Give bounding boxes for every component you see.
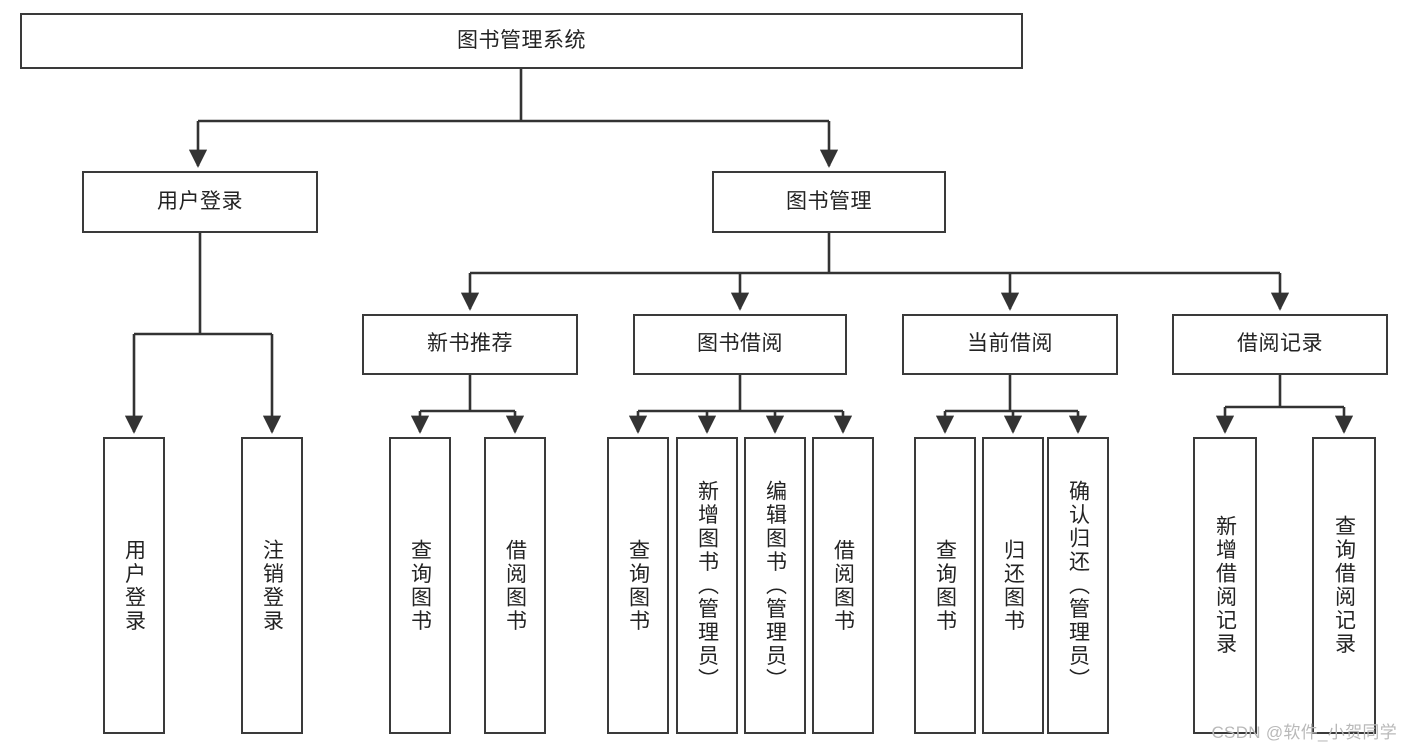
node-leaf-query-book-2-label: 查询图书 xyxy=(626,538,650,633)
node-borrow-record[interactable]: 借阅记录 xyxy=(1172,314,1388,375)
node-leaf-confirm-return-label: 确认归还（管理员） xyxy=(1066,479,1090,692)
node-book-manage[interactable]: 图书管理 xyxy=(712,171,946,233)
node-leaf-confirm-return[interactable]: 确认归还（管理员） xyxy=(1047,437,1109,734)
node-leaf-add-book[interactable]: 新增图书（管理员） xyxy=(676,437,738,734)
node-current-borrow[interactable]: 当前借阅 xyxy=(902,314,1118,375)
node-leaf-user-login-label: 用户登录 xyxy=(122,538,146,633)
node-new-book-recommend[interactable]: 新书推荐 xyxy=(362,314,578,375)
node-leaf-return-book[interactable]: 归还图书 xyxy=(982,437,1044,734)
node-leaf-query-book-3-label: 查询图书 xyxy=(933,538,957,633)
node-leaf-query-book-3[interactable]: 查询图书 xyxy=(914,437,976,734)
node-user-login-label: 用户登录 xyxy=(157,189,243,213)
node-leaf-add-record-label: 新增借阅记录 xyxy=(1213,515,1237,656)
node-new-book-recommend-label: 新书推荐 xyxy=(427,332,513,356)
node-leaf-query-book-2[interactable]: 查询图书 xyxy=(607,437,669,734)
node-book-manage-label: 图书管理 xyxy=(786,189,872,213)
node-leaf-edit-book-label: 编辑图书（管理员） xyxy=(763,479,787,692)
node-leaf-query-book-1[interactable]: 查询图书 xyxy=(389,437,451,734)
node-root-label: 图书管理系统 xyxy=(457,28,586,52)
node-leaf-user-login[interactable]: 用户登录 xyxy=(103,437,165,734)
node-book-borrow[interactable]: 图书借阅 xyxy=(633,314,847,375)
node-leaf-borrow-book-1[interactable]: 借阅图书 xyxy=(484,437,546,734)
node-leaf-add-book-label: 新增图书（管理员） xyxy=(695,479,719,692)
node-leaf-user-logout[interactable]: 注销登录 xyxy=(241,437,303,734)
node-user-login[interactable]: 用户登录 xyxy=(82,171,318,233)
node-root[interactable]: 图书管理系统 xyxy=(20,13,1023,69)
node-leaf-query-book-1-label: 查询图书 xyxy=(408,538,432,633)
node-book-borrow-label: 图书借阅 xyxy=(697,332,783,356)
node-leaf-borrow-book-1-label: 借阅图书 xyxy=(503,538,527,633)
watermark-text: CSDN @软件_小贺同学 xyxy=(1211,723,1397,742)
node-leaf-query-record[interactable]: 查询借阅记录 xyxy=(1312,437,1376,734)
node-borrow-record-label: 借阅记录 xyxy=(1237,332,1323,356)
node-leaf-add-record[interactable]: 新增借阅记录 xyxy=(1193,437,1257,734)
node-leaf-query-record-label: 查询借阅记录 xyxy=(1332,515,1356,656)
node-leaf-user-logout-label: 注销登录 xyxy=(260,538,284,633)
node-leaf-borrow-book-2[interactable]: 借阅图书 xyxy=(812,437,874,734)
node-leaf-borrow-book-2-label: 借阅图书 xyxy=(831,538,855,633)
node-current-borrow-label: 当前借阅 xyxy=(967,332,1053,356)
node-leaf-edit-book[interactable]: 编辑图书（管理员） xyxy=(744,437,806,734)
node-leaf-return-book-label: 归还图书 xyxy=(1001,538,1025,633)
